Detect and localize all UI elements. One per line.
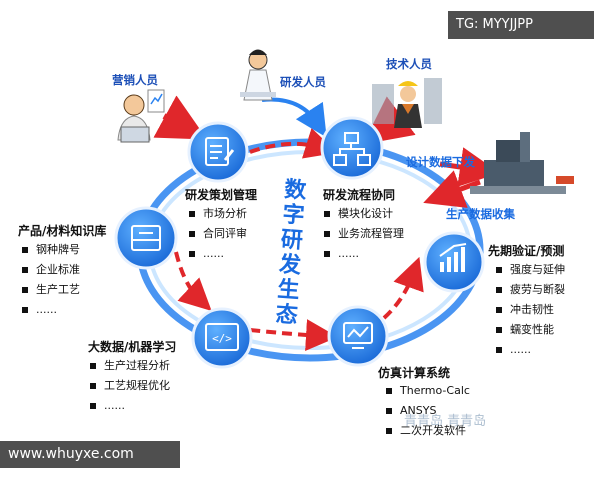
role-tech: 技术人员 (386, 57, 432, 71)
list-item: ...... (187, 244, 247, 264)
node-verify (423, 231, 485, 293)
svg-text:</>: </> (212, 332, 232, 345)
verify-title: 先期验证/预测 (488, 244, 565, 258)
node-flow (320, 116, 384, 180)
list-item: 业务流程管理 (322, 224, 404, 244)
node-knowledge (114, 206, 178, 270)
arrow-prod-collect (423, 170, 481, 208)
list-item: 模块化设计 (322, 204, 404, 224)
flow-prod-collect: 生产数据收集 (446, 207, 515, 221)
flow-title: 研发流程协同 (323, 188, 396, 202)
list-item: 生产工艺 (20, 280, 80, 300)
technician-person-icon (372, 78, 442, 128)
researcher-person-icon (240, 49, 276, 101)
bigdata-title: 大数据/机器学习 (88, 340, 177, 354)
arrow-design-down (439, 147, 500, 187)
list-item: 疲劳与断裂 (494, 280, 565, 300)
arrow-bigdata-to-sim (249, 319, 338, 352)
bigdata-list: 生产过程分析 工艺规程优化 ...... (88, 356, 170, 416)
list-item: ...... (322, 244, 404, 264)
plan-title: 研发策划管理 (185, 188, 258, 202)
list-item: 生产过程分析 (88, 356, 170, 376)
node-bigdata: </> (191, 307, 253, 369)
verify-list: 强度与延伸 疲劳与断裂 冲击韧性 蠕变性能 ...... (494, 260, 565, 360)
watermark-overlay: 青青岛 青青岛 (404, 414, 487, 429)
list-item: 工艺规程优化 (88, 376, 170, 396)
list-item: 强度与延伸 (494, 260, 565, 280)
list-item: 合同评审 (187, 224, 247, 244)
flow-list: 模块化设计 业务流程管理 ...... (322, 204, 404, 264)
knowledge-list: 钢种牌号 企业标准 生产工艺 ...... (20, 240, 80, 320)
node-plan (187, 121, 249, 183)
arrow-sim-to-verify (382, 256, 424, 320)
watermark-bottom: www.whuyxe.com (0, 441, 180, 468)
list-item: 蠕变性能 (494, 320, 565, 340)
list-item: ...... (20, 300, 80, 320)
role-marketing: 营销人员 (112, 73, 158, 87)
arrow-rnd (261, 97, 327, 138)
sim-list: Thermo-Calc ANSYS 二次开发软件 (384, 381, 470, 441)
node-sim (327, 305, 389, 367)
list-item: Thermo-Calc (384, 381, 470, 401)
marketing-person-icon (117, 89, 165, 143)
arrow-plan-to-bigdata (174, 251, 212, 311)
plan-list: 市场分析 合同评审 ...... (187, 204, 247, 264)
sim-title: 仿真计算系统 (378, 366, 451, 380)
list-item: ANSYS (384, 401, 470, 421)
arrow-marketing (153, 95, 208, 140)
watermark-top: TG: MYYJJPP (448, 11, 594, 39)
role-rnd: 研发人员 (280, 75, 326, 89)
list-item: 二次开发软件 (384, 421, 470, 441)
flow-design-down: 设计数据下发 (406, 155, 475, 169)
knowledge-title: 产品/材料知识库 (18, 224, 107, 238)
list-item: ...... (494, 340, 565, 360)
list-item: 市场分析 (187, 204, 247, 224)
list-item: ...... (88, 396, 170, 416)
list-item: 企业标准 (20, 260, 80, 280)
production-line-icon (470, 132, 574, 194)
list-item: 冲击韧性 (494, 300, 565, 320)
list-item: 钢种牌号 (20, 240, 80, 260)
arrow-plan-to-flow (249, 127, 338, 159)
